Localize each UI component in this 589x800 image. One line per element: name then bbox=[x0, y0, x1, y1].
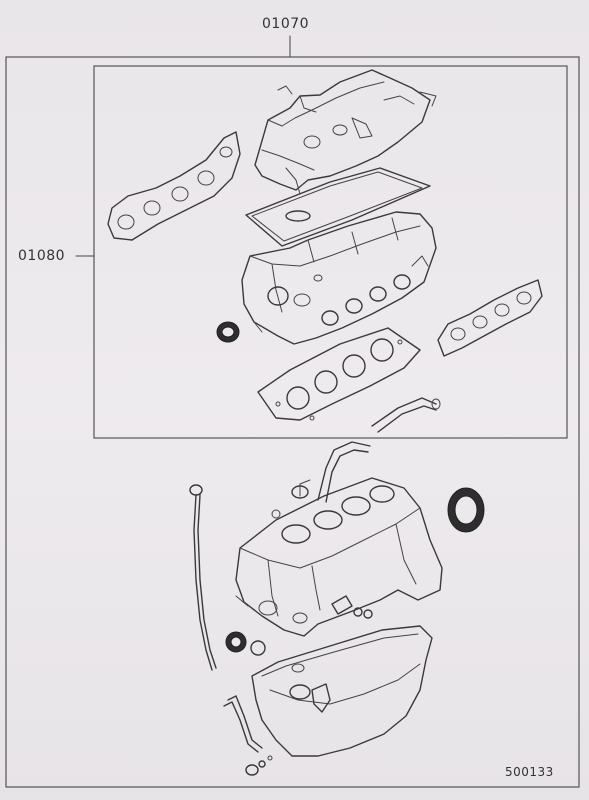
oil-strainer-pipe bbox=[223, 695, 263, 753]
camshaft-seal bbox=[216, 321, 240, 343]
oil-dipstick bbox=[189, 484, 217, 671]
overall-kit-callout: 01070 bbox=[262, 16, 310, 32]
diagram-reference-code: 500133 bbox=[505, 765, 554, 779]
cylinder-block bbox=[235, 477, 443, 637]
head-gasket bbox=[257, 327, 421, 421]
overall-kit-frame bbox=[5, 56, 580, 788]
rear-crankshaft-seal bbox=[447, 487, 485, 533]
valve-cover-gasket bbox=[245, 167, 431, 247]
upper-kit-frame bbox=[93, 65, 568, 439]
upper-kit-callout: 01080 bbox=[18, 248, 66, 264]
intake-manifold-gasket bbox=[107, 131, 241, 241]
drain-plug-washer bbox=[245, 755, 273, 776]
exhaust-manifold-gasket bbox=[437, 279, 543, 357]
block-fittings bbox=[331, 595, 373, 619]
front-crankshaft-seal bbox=[225, 631, 266, 656]
cylinder-head bbox=[241, 211, 437, 345]
oil-pan bbox=[251, 625, 433, 757]
water-pipe bbox=[317, 397, 441, 503]
valve-cover bbox=[254, 69, 437, 195]
